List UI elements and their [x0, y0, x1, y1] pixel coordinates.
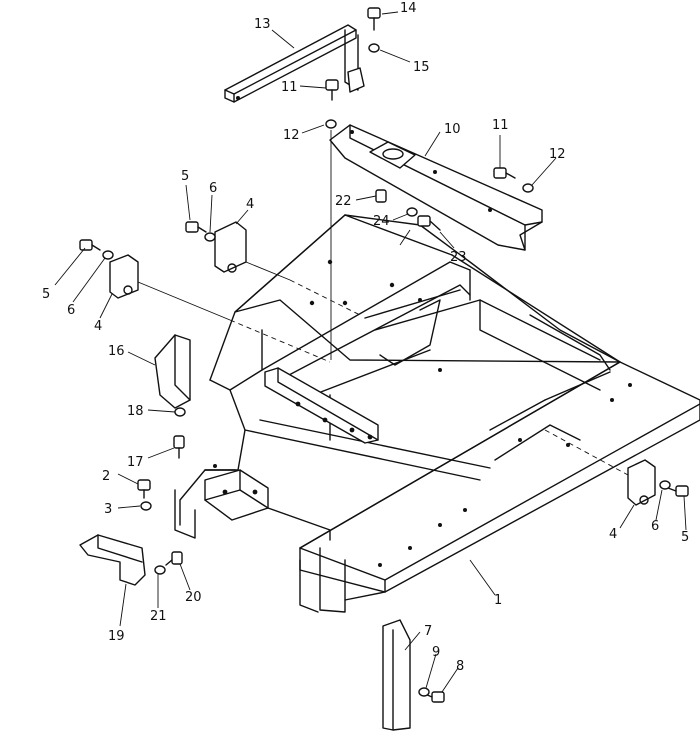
callout-9: 9: [432, 645, 440, 660]
callout-11a: 11: [281, 80, 298, 95]
stay-16: [154, 334, 191, 409]
callout-20: 20: [185, 590, 202, 605]
callout-4a: 4: [94, 319, 102, 334]
callout-13: 13: [254, 17, 271, 32]
callout-4c: 4: [609, 527, 617, 542]
callout-19: 19: [108, 629, 125, 644]
callout-leaders: [54, 11, 687, 693]
assembly-lines: [137, 130, 629, 476]
callout-15: 15: [413, 60, 430, 75]
callout-5a: 5: [42, 287, 50, 302]
cover-4-middle: [214, 221, 247, 273]
callout-12b: 12: [549, 147, 566, 162]
callout-8: 8: [456, 659, 464, 674]
callout-17: 17: [127, 455, 144, 470]
callout-14: 14: [400, 1, 417, 16]
callout-12a: 12: [283, 128, 300, 143]
washers: [102, 43, 671, 697]
callout-7: 7: [424, 624, 432, 639]
callout-21: 21: [150, 609, 167, 624]
callout-16: 16: [108, 344, 125, 359]
callout-4b: 4: [246, 197, 254, 212]
callout-1: 1: [494, 593, 502, 608]
callout-5c: 5: [681, 530, 689, 545]
callout-18: 18: [127, 404, 144, 419]
main-frame: [174, 214, 700, 613]
callout-3: 3: [104, 502, 112, 517]
callout-5b: 5: [181, 169, 189, 184]
plate-7: [382, 619, 411, 731]
callout-numbers: 1 2 3 4 4 4 5 5 5 6 6 6 7 8 9 10 11 11 1…: [42, 1, 689, 674]
callout-6b: 6: [209, 181, 217, 196]
callout-10: 10: [444, 122, 461, 137]
bracket-10: [329, 124, 543, 251]
bolts: [79, 7, 689, 703]
cover-4-right: [627, 459, 656, 506]
callout-2: 2: [102, 469, 110, 484]
callout-22: 22: [335, 194, 352, 209]
callout-11b: 11: [492, 118, 509, 133]
callout-23: 23: [450, 250, 467, 265]
callout-6a: 6: [67, 303, 75, 318]
cover-4-left: [109, 254, 139, 299]
bracket-19: [79, 534, 146, 586]
callout-24: 24: [373, 214, 390, 229]
callout-6c: 6: [651, 519, 659, 534]
